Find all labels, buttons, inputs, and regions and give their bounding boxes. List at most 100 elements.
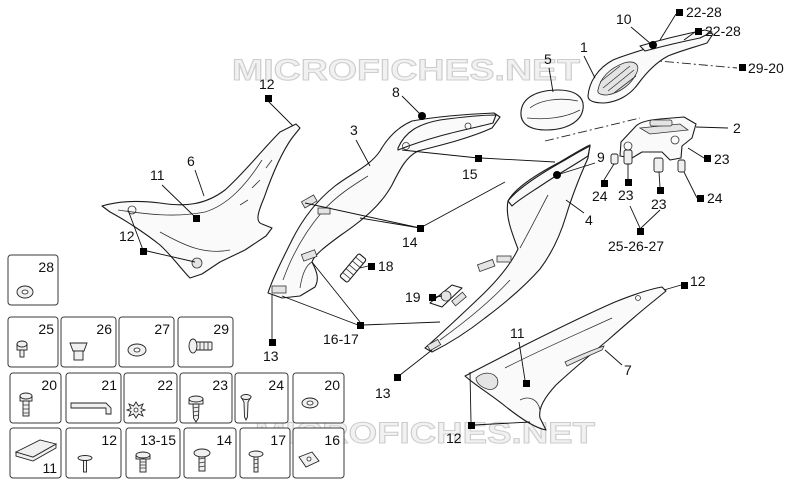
foam-pad-icon [14, 439, 58, 462]
screw-icon [16, 340, 28, 358]
callout-24-left: 24 [592, 163, 615, 204]
svg-text:6: 6 [187, 153, 195, 169]
callout-22-28-lower: 22-28 [683, 23, 741, 41]
callout-2: 2 [695, 120, 741, 136]
hardware-box-14: 14 [183, 427, 237, 479]
callout-23-mid: 23 [651, 171, 667, 212]
svg-text:20: 20 [324, 377, 340, 393]
part-10-top-trim [639, 29, 713, 52]
rivet-clip-icon [69, 342, 88, 361]
fastener-24-left [610, 153, 619, 165]
svg-text:17: 17 [270, 432, 286, 448]
callout-19: 19 [405, 289, 443, 305]
svg-text:13: 13 [375, 385, 391, 401]
clip-nut-icon [298, 451, 320, 468]
svg-text:25-26-27: 25-26-27 [608, 238, 664, 254]
svg-text:4: 4 [585, 212, 593, 228]
dash-line-bracket-seat [544, 117, 641, 142]
callout-9: 9 [553, 149, 605, 179]
fastener-23-left [623, 149, 633, 165]
hardware-box-13-15: 13-15 [125, 427, 181, 479]
svg-text:14: 14 [216, 432, 232, 448]
callout-11-left: 11 [150, 167, 200, 222]
callout-16-17: 16-17 [281, 261, 441, 347]
svg-text:24: 24 [592, 188, 608, 204]
svg-text:27: 27 [154, 321, 170, 337]
screw-icon [193, 448, 211, 472]
hardware-box-24: 24 [234, 372, 289, 424]
hardware-box-20-left: 20 [9, 372, 62, 424]
svg-text:25: 25 [38, 321, 54, 337]
callout-23-left: 23 [618, 164, 634, 203]
part-18-grommet-strip [339, 253, 367, 283]
callout-23-right: 23 [687, 147, 730, 167]
callout-13-right: 13 [375, 349, 433, 401]
fastener-24-right [677, 159, 686, 173]
callout-25-26-27: 25-26-27 [608, 205, 664, 254]
screw-icon [77, 455, 93, 473]
hardware-box-27: 27 [118, 316, 175, 368]
bracket-fasteners [610, 149, 686, 173]
callout-12-bottom: 12 [446, 371, 531, 446]
fastener-23-mid [653, 157, 664, 173]
callout-3: 3 [350, 122, 371, 167]
hardware-box-25: 25 [7, 316, 59, 368]
watermark-upper: MICROFICHES.NET [232, 54, 580, 87]
screw-icon [248, 450, 264, 473]
svg-text:29: 29 [213, 321, 229, 337]
part-5-seat-pad [520, 89, 584, 131]
svg-text:2: 2 [733, 120, 741, 136]
callout-15: 15 [401, 149, 556, 182]
callout-7: 7 [604, 349, 632, 378]
hardware-box-21: 21 [65, 372, 122, 424]
callout-4: 4 [565, 199, 593, 228]
svg-text:23: 23 [651, 196, 667, 212]
callout-13-left: 13 [263, 295, 279, 364]
washer-icon [16, 285, 34, 299]
part-7-lower-fairing [464, 286, 667, 431]
svg-text:5: 5 [544, 51, 552, 67]
hardware-box-11: 11 [9, 427, 62, 479]
part-4-lower-side-panel [424, 144, 591, 353]
callout-6: 6 [187, 153, 205, 197]
callout-12-right: 12 [663, 273, 706, 291]
callout-5: 5 [544, 51, 554, 93]
callout-12-upper-left: 12 [259, 76, 294, 127]
svg-text:13-15: 13-15 [140, 432, 176, 448]
callout-10: 10 [616, 11, 657, 49]
svg-text:22-28: 22-28 [705, 23, 741, 39]
svg-text:12: 12 [690, 273, 706, 289]
callout-24-right: 24 [683, 171, 723, 206]
hardware-box-29: 29 [177, 316, 234, 368]
svg-text:23: 23 [212, 377, 228, 393]
svg-text:29-20: 29-20 [748, 60, 784, 76]
washer-icon [127, 343, 147, 357]
part-2-bracket [619, 116, 697, 161]
svg-text:12: 12 [119, 228, 135, 244]
svg-text:28: 28 [38, 259, 54, 275]
svg-text:18: 18 [378, 258, 394, 274]
callout-12-lower-left: 12 [119, 209, 196, 263]
svg-text:7: 7 [624, 362, 632, 378]
star-washer-icon [125, 401, 147, 419]
svg-text:9: 9 [597, 149, 605, 165]
svg-text:12: 12 [101, 432, 117, 448]
callout-22-28-upper: 22-28 [659, 4, 722, 41]
svg-text:23: 23 [714, 151, 730, 167]
svg-text:1: 1 [580, 39, 588, 55]
callout-29-20: 29-20 [739, 60, 784, 76]
callout-18: 18 [359, 258, 394, 274]
svg-text:24: 24 [268, 377, 284, 393]
svg-text:16: 16 [324, 432, 340, 448]
svg-text:19: 19 [405, 289, 421, 305]
svg-text:23: 23 [618, 187, 634, 203]
part-9-side-trim-strip [507, 145, 591, 207]
svg-text:3: 3 [350, 122, 358, 138]
svg-text:22: 22 [157, 377, 173, 393]
callout-11-right: 11 [510, 325, 530, 387]
svg-text:15: 15 [462, 166, 478, 182]
hardware-box-20-right: 20 [292, 372, 345, 424]
hardware-box-28: 28 [7, 254, 59, 306]
svg-text:24: 24 [707, 190, 723, 206]
